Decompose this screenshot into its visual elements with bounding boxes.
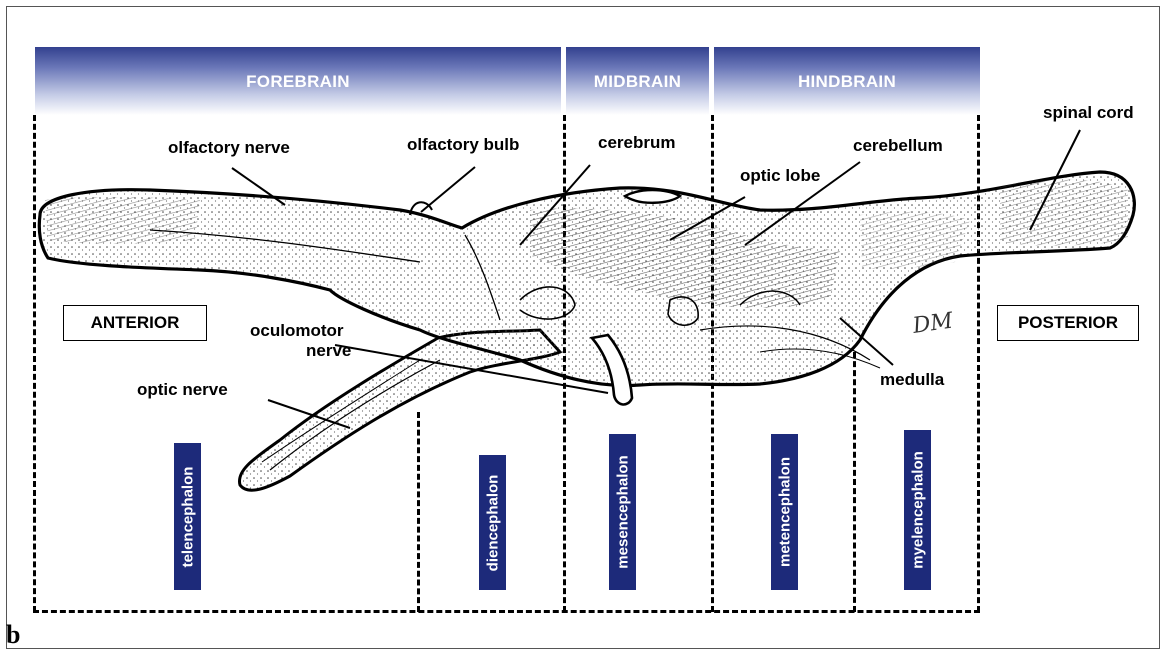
optic-lobe-label: optic lobe bbox=[740, 166, 820, 186]
olfactory-nerve-label: olfactory nerve bbox=[168, 138, 290, 158]
mesencephalon-bar: mesencephalon bbox=[609, 434, 636, 590]
anterior-text: ANTERIOR bbox=[91, 313, 180, 333]
cerebellum-label: cerebellum bbox=[853, 136, 943, 156]
myelencephalon-bar: myelencephalon bbox=[904, 430, 931, 590]
posterior-label: POSTERIOR bbox=[997, 305, 1139, 341]
brain-outline bbox=[39, 172, 1134, 386]
mesencephalon-text: mesencephalon bbox=[614, 455, 631, 568]
cerebrum-label: cerebrum bbox=[598, 133, 675, 153]
telencephalon-text: telencephalon bbox=[179, 466, 196, 567]
figure-letter: b bbox=[6, 620, 20, 650]
olfactory-bulb-label: olfactory bulb bbox=[407, 135, 519, 155]
posterior-text: POSTERIOR bbox=[1018, 313, 1118, 333]
artist-signature: DM bbox=[910, 309, 955, 340]
oculomotor-label-line2: nerve bbox=[306, 341, 351, 361]
medulla-label: medulla bbox=[880, 370, 944, 390]
optic-nerve-label: optic nerve bbox=[137, 380, 228, 400]
spinal-cord-label: spinal cord bbox=[1043, 103, 1134, 123]
metencephalon-text: metencephalon bbox=[776, 457, 793, 567]
oculomotor-label-line1: oculomotor bbox=[250, 321, 344, 341]
metencephalon-bar: metencephalon bbox=[771, 434, 798, 590]
myelencephalon-text: myelencephalon bbox=[909, 451, 926, 569]
diencephalon-text: diencephalon bbox=[484, 474, 501, 571]
anterior-label: ANTERIOR bbox=[63, 305, 207, 341]
telencephalon-bar: telencephalon bbox=[174, 443, 201, 590]
diencephalon-bar: diencephalon bbox=[479, 455, 506, 590]
